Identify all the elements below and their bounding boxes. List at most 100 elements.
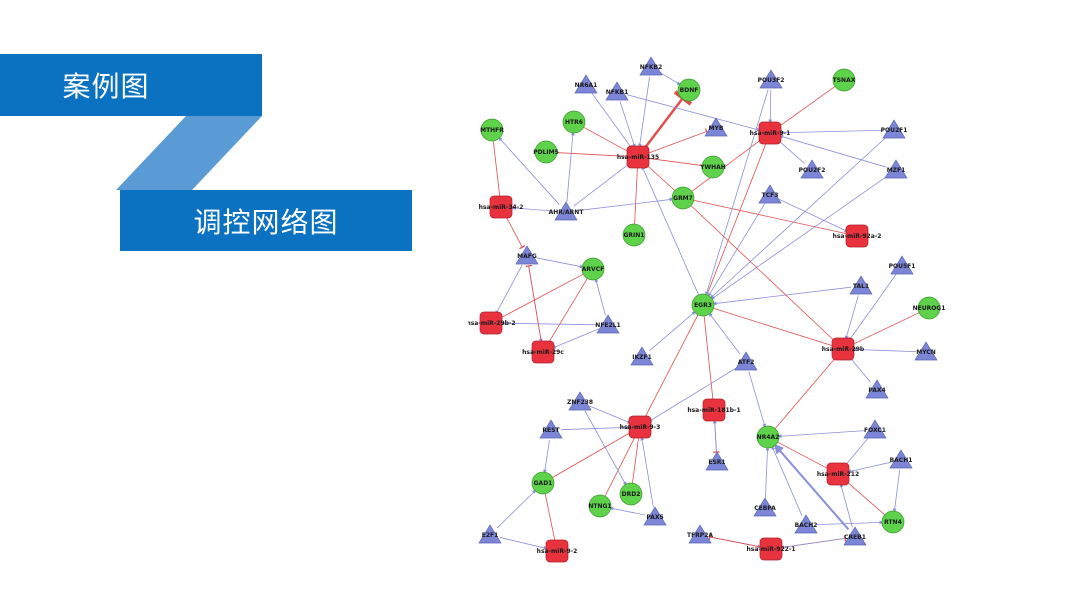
node-pou2f2: POU2F2 xyxy=(799,159,826,179)
node-label: PDLIM5 xyxy=(533,149,559,156)
node-label: GAD1 xyxy=(534,480,553,487)
edge-hsa-mir-135-to-grin1 xyxy=(631,166,638,226)
tf-shape xyxy=(882,119,906,139)
node-label: E2F1 xyxy=(482,532,499,539)
node-hsa-mir-29c: hsa-miR-29c xyxy=(522,340,564,364)
node-znf238: ZNF238 xyxy=(567,391,593,411)
node-pou3f2: POU3F2 xyxy=(758,69,784,89)
edge-hsa-mir-135-to-pdlim5 xyxy=(555,149,629,157)
edge-hsa-mir-29b-to-neurog1 xyxy=(851,309,922,346)
tf-shape xyxy=(568,391,592,411)
tf-shape xyxy=(639,56,663,76)
edge-foxc1-to-nr4a2 xyxy=(777,430,866,439)
edge-hsa-mir-9-3-to-ntng1 xyxy=(601,435,636,500)
node-label: TSNAX xyxy=(833,77,856,84)
edge-nfkb1-to-hsa-mir-135 xyxy=(619,101,636,148)
edge-hsa-mir-9-2-to-gad1 xyxy=(541,491,556,542)
node-label: BACH2 xyxy=(795,522,818,529)
edge-hsa-mir-212-to-rtn4 xyxy=(845,480,889,519)
node-esr1: ESR1 xyxy=(705,451,729,471)
edge-mzf1-to-egr3 xyxy=(710,175,889,300)
node-label: hsa-miR-9-2 xyxy=(537,548,578,555)
node-rest: REST xyxy=(539,419,563,439)
edge-creb1-to-hsa-mir-212 xyxy=(839,483,853,528)
node-label: hsa-miR-29b xyxy=(822,346,865,353)
node-hsa-mir-29b-2: hsa-miR-29b-2 xyxy=(468,311,516,335)
tf-shape xyxy=(605,81,629,101)
edge-tcf3-to-hsa-mir-92a-2 xyxy=(778,198,849,233)
edge-hsa-mir-135-to-myb xyxy=(647,128,709,154)
node-neurog1: NEUROG1 xyxy=(913,296,945,320)
edge-nfe2l1-to-hsa-mir-29b-2 xyxy=(500,321,599,326)
edge-pax4-to-hsa-mir-29b xyxy=(849,356,871,383)
node-label: hsa-miR-29c xyxy=(522,349,564,356)
node-grin1: GRIN1 xyxy=(622,223,646,247)
gene-shape xyxy=(756,425,780,449)
edge-znf238-to-hsa-mir-9-3 xyxy=(589,405,632,424)
edge-pou2f1-to-egr3 xyxy=(710,136,887,299)
edge-esr1-to-hsa-mir-181b-1 xyxy=(712,419,717,453)
gene-shape xyxy=(622,223,646,247)
node-label: NR6A1 xyxy=(575,82,598,89)
node-arvcf: ARVCF xyxy=(581,257,605,281)
gene-shape xyxy=(531,471,555,495)
node-pou5f1: POU5F1 xyxy=(889,255,915,275)
edge-atf2-to-hsa-mir-9-3 xyxy=(648,366,738,423)
edge-atf2-to-egr3 xyxy=(708,312,741,355)
mirna-shape xyxy=(479,311,503,335)
tf-shape xyxy=(704,117,728,137)
edge-hsa-mir-29c-to-arvcf xyxy=(547,275,591,344)
edge-creb1-to-nr4a2 xyxy=(773,443,850,531)
edge-bach2-to-rtn4 xyxy=(815,520,884,526)
title-banner-case-diagram: 案例图 xyxy=(0,54,262,116)
node-label: NFKB2 xyxy=(640,64,663,71)
mirna-shape xyxy=(628,415,652,439)
edge-znf238-to-drd2 xyxy=(584,410,627,486)
edge-nr6a1-to-hsa-mir-135 xyxy=(591,92,633,150)
edge-e2f1-to-hsa-mir-9-2 xyxy=(499,536,548,550)
node-label: MYCN xyxy=(916,349,936,356)
node-ntng1: NTNG1 xyxy=(588,494,612,518)
node-label: hsa-miR-135 xyxy=(617,154,659,161)
node-label: MZF1 xyxy=(887,167,906,174)
node-label: EGR3 xyxy=(694,302,712,309)
node-nfe2l1: NFE2L1 xyxy=(595,314,621,334)
node-myb: MYB xyxy=(704,117,728,137)
node-label: hsa-miR-29b-2 xyxy=(468,320,516,327)
edge-bach2-to-nr4a2 xyxy=(771,445,803,516)
mirna-shape xyxy=(758,121,782,145)
node-label: ARVCF xyxy=(582,266,604,273)
tf-shape xyxy=(889,449,913,469)
node-label: GRM7 xyxy=(673,195,693,202)
edge-bach1-to-rtn4 xyxy=(892,469,901,513)
node-hsa-mir-34-2: hsa-miR-34-2 xyxy=(479,195,523,219)
node-label: BACH1 xyxy=(890,457,913,464)
edge-hsa-mir-34-2-to-mthfr xyxy=(489,138,501,198)
mirna-shape xyxy=(826,462,850,486)
node-label: NFKB1 xyxy=(606,89,629,96)
gene-shape xyxy=(881,510,905,534)
node-creb1: CREB1 xyxy=(843,526,867,546)
edge-hsa-mir-29b-2-to-arvcf xyxy=(499,270,587,319)
node-drd2: DRD2 xyxy=(619,482,643,506)
edge-hsa-mir-29b-to-grm7 xyxy=(687,202,837,343)
gene-shape xyxy=(581,257,605,281)
node-label: POU2F2 xyxy=(799,167,826,174)
node-ahr-arnt: AHR/ARNT xyxy=(549,201,584,221)
node-label: ATF2 xyxy=(738,359,755,366)
edge-hsa-mir-34-2-to-mafg xyxy=(505,215,526,250)
node-bdnf: BDNF xyxy=(677,78,701,102)
tf-shape xyxy=(643,506,667,526)
edge-foxc1-to-hsa-mir-212 xyxy=(844,437,869,467)
node-label: BDNF xyxy=(680,87,699,94)
edge-hsa-mir-135-to-htr6 xyxy=(580,123,630,153)
node-gad1: GAD1 xyxy=(531,471,555,495)
node-label: ZNF238 xyxy=(567,399,593,406)
edge-hsa-mir-9-3-to-drd2 xyxy=(629,436,640,486)
node-label: hsa-miR-9-1 xyxy=(750,130,791,137)
node-cebpa: CEBPA xyxy=(753,497,777,517)
node-pdlim5: PDLIM5 xyxy=(533,140,559,164)
title-case-diagram: 案例图 xyxy=(62,70,150,103)
edge-tal1-to-egr3 xyxy=(712,286,852,306)
